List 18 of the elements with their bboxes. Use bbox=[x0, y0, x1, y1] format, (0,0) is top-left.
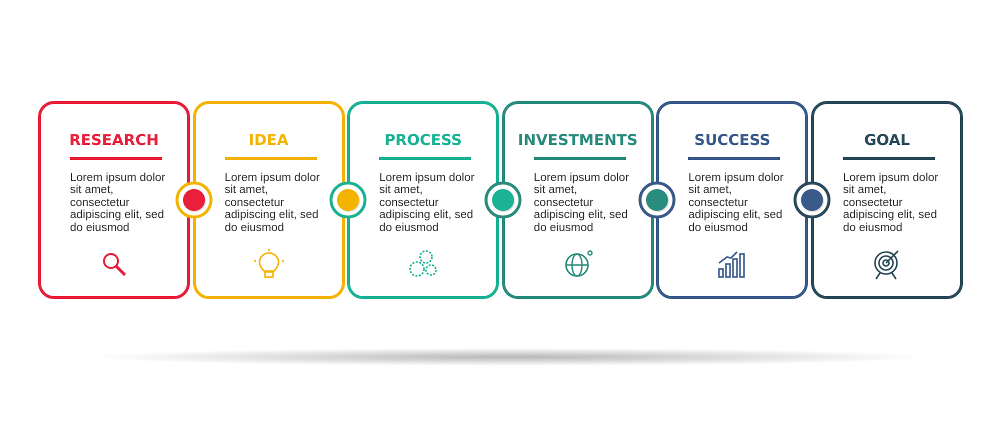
step-title: SUCCESS bbox=[693, 131, 772, 149]
step-card bbox=[811, 101, 963, 299]
step-card bbox=[38, 101, 190, 299]
step-description: Lorem ipsum dolor sit amet, consectetur adipiscing elit, sed do eiusmod bbox=[534, 172, 630, 234]
step-title: PROCESS bbox=[383, 131, 463, 149]
step-card bbox=[656, 101, 808, 299]
step-card bbox=[347, 101, 500, 299]
step-title: INVESTMENTS bbox=[516, 131, 639, 149]
step-title: IDEA bbox=[248, 131, 290, 149]
step-description: Lorem ipsum dolor sit amet, consectetur adipiscing elit, sed do eiusmod bbox=[70, 172, 166, 234]
step-description: Lorem ipsum dolor sit amet, consectetur adipiscing elit, sed do eiusmod bbox=[379, 172, 476, 234]
step-description: Lorem ipsum dolor sit amet, consectetur adipiscing elit, sed do eiusmod bbox=[224, 172, 321, 234]
step-description: Lorem ipsum dolor sit amet, consectetur adipiscing elit, sed do eiusmod bbox=[688, 172, 784, 234]
step-title: GOAL bbox=[863, 131, 911, 149]
step-card bbox=[502, 101, 654, 299]
step-description: Lorem ipsum dolor sit amet, consectetur adipiscing elit, sed do eiusmod bbox=[843, 172, 939, 234]
step-card bbox=[192, 101, 345, 299]
step-title: RESEARCH bbox=[68, 131, 160, 149]
